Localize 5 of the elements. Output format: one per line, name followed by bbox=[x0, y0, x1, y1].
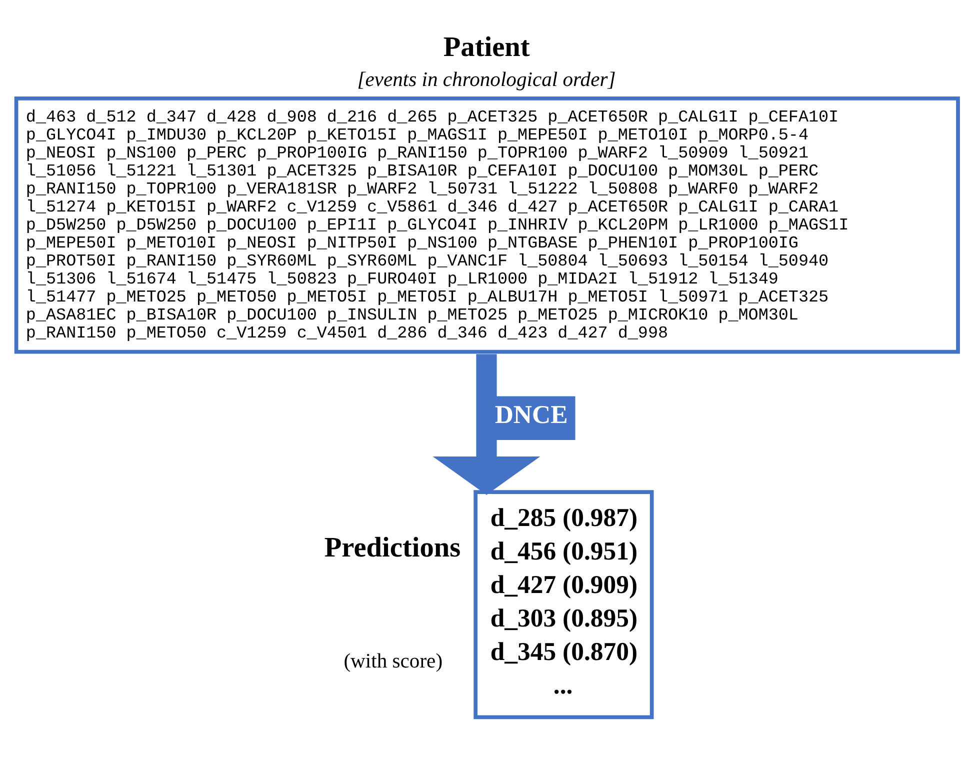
node-label: Predictions bbox=[324, 532, 461, 564]
node-label: [events in chronological order] bbox=[357, 68, 616, 90]
edge-label: DNCE bbox=[494, 400, 568, 429]
node-label: (with score) bbox=[344, 650, 443, 672]
node-label: Patient bbox=[443, 32, 530, 63]
